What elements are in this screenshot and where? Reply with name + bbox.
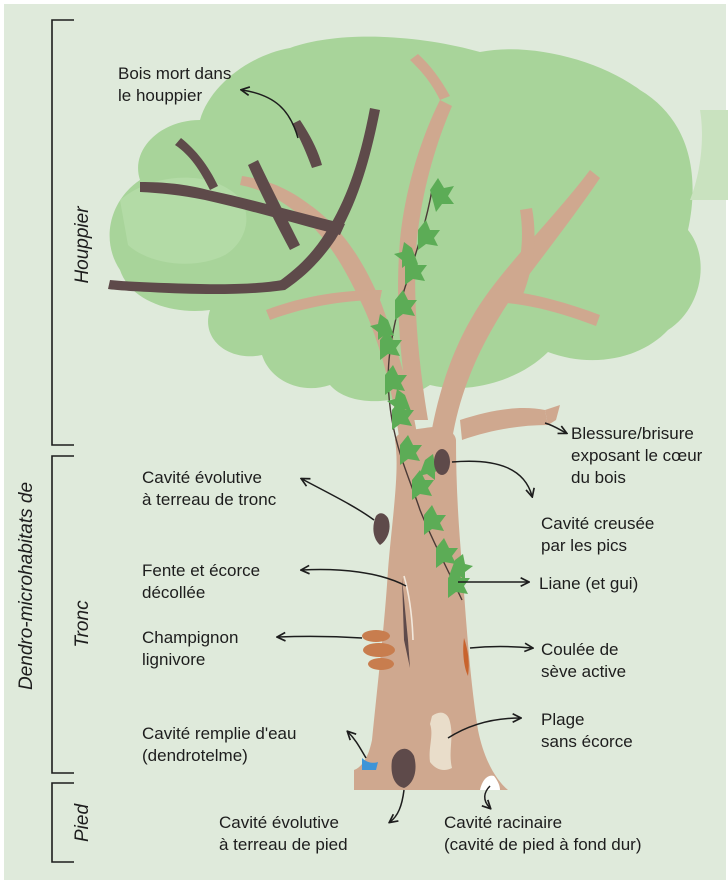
bark-free-patch [430, 713, 452, 770]
section-bracket [52, 20, 74, 862]
crown-section-label: Houppier [72, 206, 94, 283]
label-liane: Liane (et gui) [539, 573, 638, 595]
label-fente: Fente et écorce décollée [142, 560, 260, 604]
label-cavite-pics: Cavité creusée par les pics [541, 513, 654, 557]
label-racinaire: Cavité racinaire (cavité de pied à fond … [444, 812, 642, 856]
main-axis-label: Dendro-microhabitats de [16, 482, 38, 690]
label-cavite-pied: Cavité évolutive à terreau de pied [219, 812, 348, 856]
trunk-cavity [373, 513, 389, 545]
woodpecker-cavity [434, 449, 450, 475]
label-bois-mort: Bois mort dans le houppier [118, 63, 231, 107]
label-champignon: Champignon lignivore [142, 627, 238, 671]
label-dendrotelme: Cavité remplie d'eau (dendrotelme) [142, 723, 296, 767]
trunk-section-label: Tronc [72, 600, 94, 647]
label-blessure: Blessure/brisure exposant le cœur du boi… [571, 423, 702, 489]
label-cavite-tronc: Cavité évolutive à terreau de tronc [142, 467, 276, 511]
label-coulee: Coulée de sève active [541, 639, 626, 683]
foot-section-label: Pied [72, 804, 94, 842]
label-plage: Plage sans écorce [541, 709, 633, 753]
